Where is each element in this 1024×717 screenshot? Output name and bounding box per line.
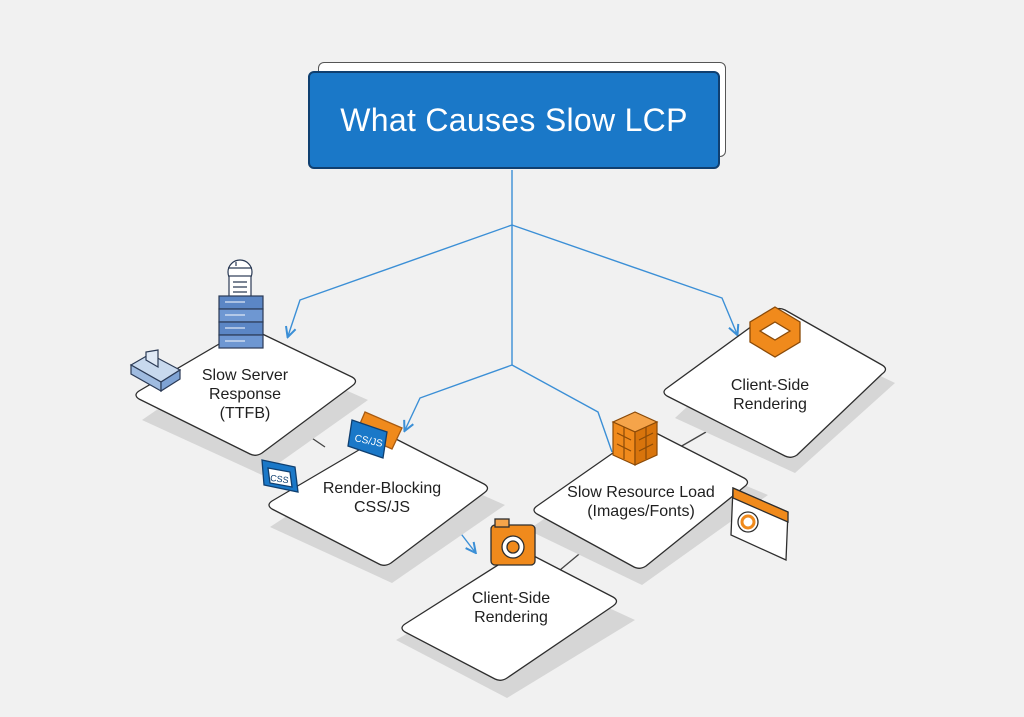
css-js-icon [347,411,403,459]
node-label-line: (Images/Fonts) [587,503,695,520]
terminal-block-icon [129,349,182,393]
page-title: What Causes Slow LCP [340,101,688,138]
node-label-line: Slow Resource Load [567,484,715,501]
image-window-icon [730,487,789,561]
connector-to-client-right [511,224,737,334]
node-label-line: Render-Blocking [322,480,442,497]
node-label-line: Response [208,386,282,403]
css-icon [261,459,299,493]
node-label-line: Client-Side [730,377,810,394]
node-label-resource-load: Slow Resource Load (Images/Fonts) [567,483,715,521]
node-label-line: Rendering [733,396,807,413]
connector-to-resource-load [511,364,613,453]
connector-to-server [288,224,513,336]
cube-icon [611,411,659,466]
node-tile-client-right [663,307,887,458]
layer-icon [749,306,801,358]
node-label-render-blocking: Render-Blocking CSS/JS [323,479,441,517]
css-icon-label: CSS [270,473,290,485]
connector-to-render-blocking [405,364,513,430]
node-label-server: Slow Server Response (TTFB) [202,366,288,423]
node-label-line: (TTFB) [219,405,271,422]
node-label-line: Client-Side [471,590,551,607]
node-label-line: Slow Server [201,367,289,384]
node-label-line: Rendering [474,609,548,626]
node-label-client-right: Client-Side Rendering [731,376,809,414]
server-icon [218,259,264,349]
title-box: What Causes Slow LCP [308,71,720,169]
node-label-line: CSS/JS [353,499,410,516]
node-label-client-bottom: Client-Side Rendering [472,589,550,627]
camera-icon [490,518,536,566]
